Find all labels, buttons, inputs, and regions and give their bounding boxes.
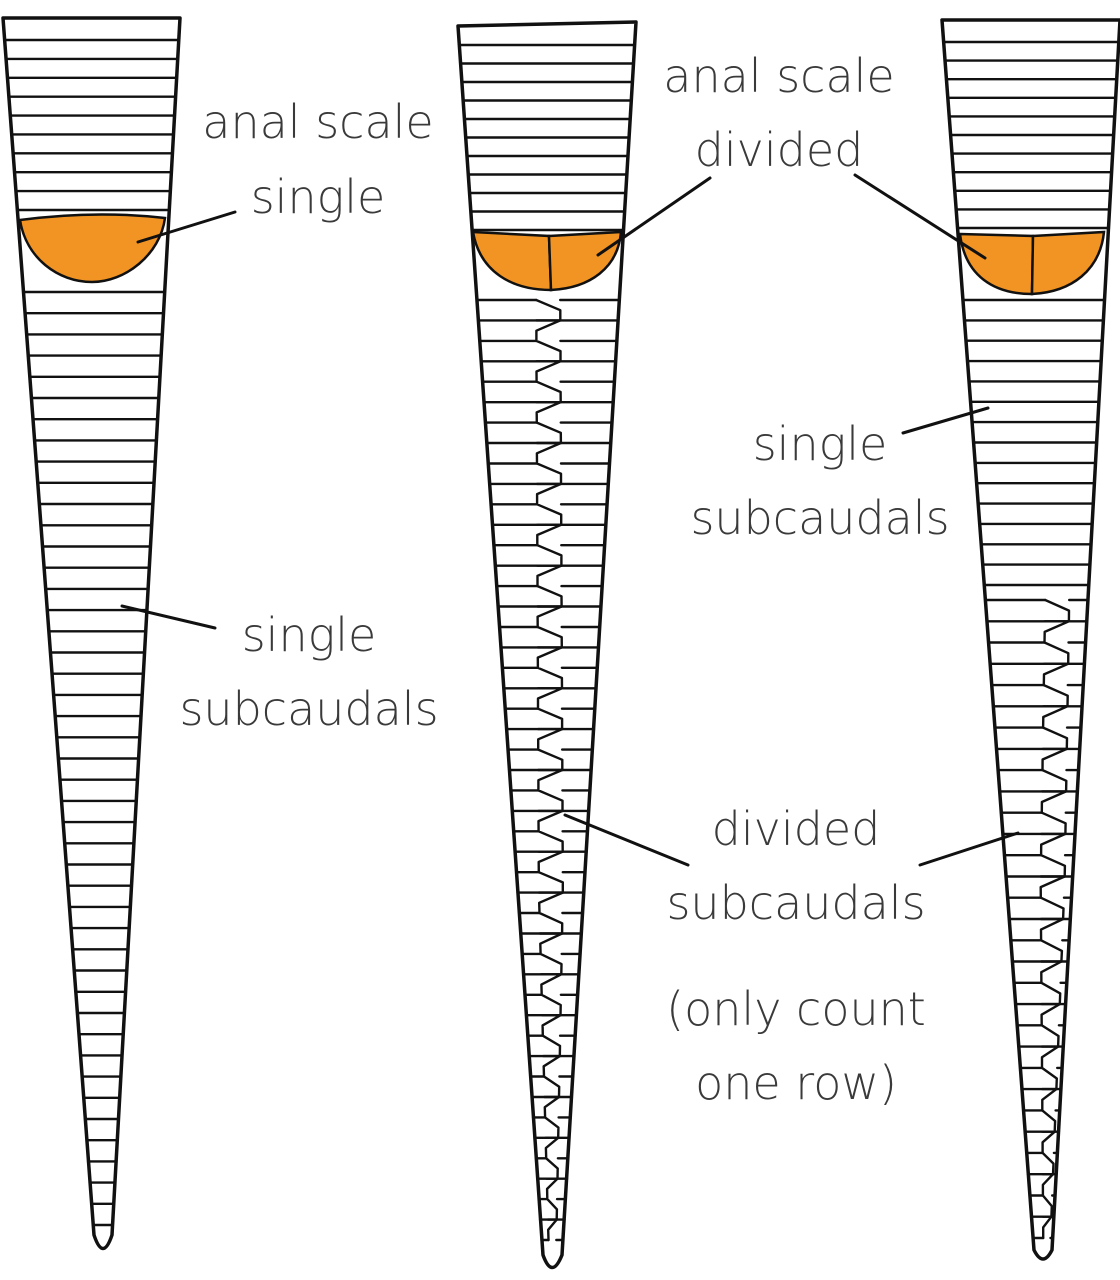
tail-left [1,16,182,1251]
leader-left-subcaudals [120,604,217,630]
label-left-anal-line2: single [251,170,386,224]
right-scale-lines [942,40,1120,1240]
leader-right-divided-subcaudals [918,831,1020,867]
labels: anal scale single anal scale divided sin… [179,49,949,1110]
label-note-line1: (only count [666,982,926,1036]
leader-lines [120,173,1020,867]
leader-right-single-subcaudals [901,406,990,435]
tail-right [940,18,1120,1261]
label-middle-anal-line1: anal scale [663,49,894,103]
middle-scale-lines [458,43,636,1242]
leader-middle-anal [596,176,712,257]
label-divided-subcaudals-line2: subcaudals [666,876,925,930]
left-tail-outline [1,16,182,1251]
label-left-subcaudals-line2: subcaudals [179,682,438,736]
left-scale-lines [3,38,180,1227]
right-divided-subcaudal-seam [1039,598,1071,1240]
label-right-single-subcaudals-line1: single [753,417,888,471]
leader-middle-divided-subcaudals [563,813,690,867]
leader-right-anal [853,173,987,260]
label-right-single-subcaudals-line2: subcaudals [690,491,949,545]
middle-anal-scale-right-half [547,230,623,292]
leader-left-anal [136,210,237,244]
right-anal-scale-left-half [958,232,1035,296]
left-anal-scale-single [18,213,167,284]
middle-anal-scale-left-half [471,230,553,292]
middle-tail-outline [456,20,638,1270]
label-left-subcaudals-line1: single [242,608,377,662]
right-anal-scale-right-half [1030,230,1106,296]
label-middle-anal-line2: divided [695,123,864,177]
tail-middle [456,20,638,1270]
right-tail-outline [940,18,1120,1261]
label-note-line2: one row) [695,1056,897,1110]
label-divided-subcaudals-line1: divided [712,802,881,856]
middle-divided-subcaudal-seam [535,298,564,1242]
label-left-anal-line1: anal scale [202,95,433,149]
